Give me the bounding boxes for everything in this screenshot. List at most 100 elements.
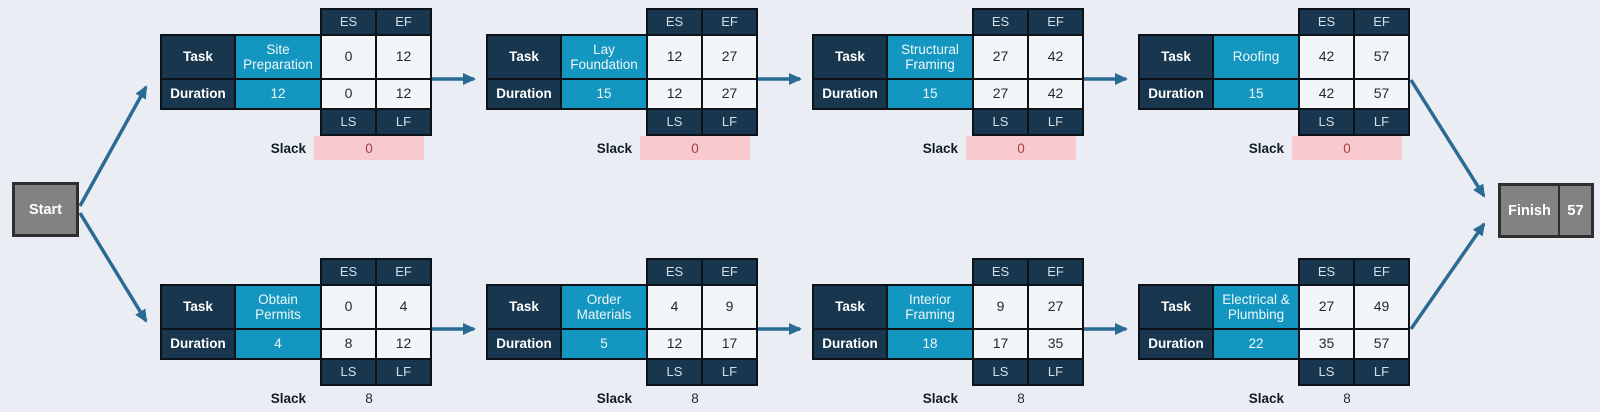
lf-header: LF — [703, 360, 756, 384]
task-grid: Task Electrical & Plumbing Duration 22 — [1138, 284, 1300, 360]
duration-value: 5 — [562, 330, 646, 358]
duration-value: 15 — [562, 80, 646, 108]
task-label: Task — [162, 36, 234, 78]
ls-value: 8 — [322, 330, 375, 358]
finish-node: Finish 57 — [1498, 183, 1594, 238]
es-value: 27 — [1300, 286, 1353, 328]
slack-row: Slack 8 — [486, 386, 758, 410]
task-grid: Task Obtain Permits Duration 4 — [160, 284, 322, 360]
task-name: Roofing — [1214, 36, 1298, 78]
ef-value: 57 — [1355, 36, 1408, 78]
es-header: ES — [974, 260, 1027, 284]
duration-label: Duration — [488, 330, 560, 358]
task-name: Site Preparation — [236, 36, 320, 78]
ef-value: 42 — [1029, 36, 1082, 78]
task-name: Interior Framing — [888, 286, 972, 328]
task-node-roofing: ES EF 42 57 42 57 LS LF Task Roofing Dur… — [1138, 8, 1410, 160]
ls-value: 35 — [1300, 330, 1353, 358]
slack-value: 8 — [691, 390, 699, 406]
task-node-electrical-plumbing: ES EF 27 49 35 57 LS LF Task Electrical … — [1138, 258, 1410, 410]
lf-value: 27 — [703, 80, 756, 108]
schedule-grid: ES EF 42 57 42 57 LS LF — [1298, 8, 1410, 136]
edge-start-to-obtain-permits — [78, 212, 148, 323]
ls-value: 27 — [974, 80, 1027, 108]
schedule-grid: ES EF 4 9 12 17 LS LF — [646, 258, 758, 386]
schedule-grid: ES EF 27 42 27 42 LS LF — [972, 8, 1084, 136]
task-name: Order Materials — [562, 286, 646, 328]
es-header: ES — [1300, 260, 1353, 284]
schedule-grid: ES EF 27 49 35 57 LS LF — [1298, 258, 1410, 386]
slack-value: 0 — [1292, 136, 1402, 160]
duration-label: Duration — [162, 330, 234, 358]
slack-row: Slack 0 — [486, 136, 758, 160]
finish-value: 57 — [1558, 186, 1591, 235]
duration-label: Duration — [1140, 80, 1212, 108]
ef-value: 9 — [703, 286, 756, 328]
task-label: Task — [162, 286, 234, 328]
edge-start-to-site-preparation — [78, 85, 148, 207]
slack-label: Slack — [922, 390, 958, 406]
es-value: 0 — [322, 36, 375, 78]
ls-header: LS — [648, 110, 701, 134]
es-header: ES — [648, 10, 701, 34]
slack-row: Slack 0 — [1138, 136, 1410, 160]
task-name: Lay Foundation — [562, 36, 646, 78]
schedule-grid: ES EF 0 12 0 12 LS LF — [320, 8, 432, 136]
ef-value: 27 — [703, 36, 756, 78]
ef-header: EF — [1355, 260, 1408, 284]
ef-header: EF — [1029, 260, 1082, 284]
task-grid: Task Order Materials Duration 5 — [486, 284, 648, 360]
ls-header: LS — [974, 110, 1027, 134]
ls-value: 0 — [322, 80, 375, 108]
duration-label: Duration — [488, 80, 560, 108]
lf-header: LF — [1355, 110, 1408, 134]
duration-label: Duration — [814, 80, 886, 108]
slack-row: Slack 8 — [1138, 386, 1410, 410]
edge-electrical-to-finish — [1409, 222, 1486, 330]
task-grid: Task Structural Framing Duration 15 — [812, 34, 974, 110]
lf-value: 12 — [377, 80, 430, 108]
duration-value: 12 — [236, 80, 320, 108]
lf-header: LF — [1029, 110, 1082, 134]
lf-header: LF — [1029, 360, 1082, 384]
ls-header: LS — [1300, 360, 1353, 384]
ef-value: 12 — [377, 36, 430, 78]
task-node-site-preparation: ES EF 0 12 0 12 LS LF Task Site Preparat… — [160, 8, 432, 160]
es-value: 4 — [648, 286, 701, 328]
duration-value: 22 — [1214, 330, 1298, 358]
duration-value: 18 — [888, 330, 972, 358]
lf-value: 35 — [1029, 330, 1082, 358]
task-label: Task — [814, 36, 886, 78]
task-grid: Task Site Preparation Duration 12 — [160, 34, 322, 110]
ef-header: EF — [703, 10, 756, 34]
ef-header: EF — [1355, 10, 1408, 34]
task-label: Task — [1140, 286, 1212, 328]
schedule-grid: ES EF 0 4 8 12 LS LF — [320, 258, 432, 386]
task-node-lay-foundation: ES EF 12 27 12 27 LS LF Task Lay Foundat… — [486, 8, 758, 160]
task-label: Task — [1140, 36, 1212, 78]
duration-value: 15 — [888, 80, 972, 108]
slack-row: Slack 0 — [160, 136, 432, 160]
duration-label: Duration — [814, 330, 886, 358]
ef-value: 49 — [1355, 286, 1408, 328]
ef-value: 27 — [1029, 286, 1082, 328]
ef-header: EF — [377, 260, 430, 284]
ls-header: LS — [1300, 110, 1353, 134]
es-value: 42 — [1300, 36, 1353, 78]
es-header: ES — [322, 10, 375, 34]
lf-value: 17 — [703, 330, 756, 358]
ls-value: 42 — [1300, 80, 1353, 108]
slack-label: Slack — [596, 140, 632, 156]
task-node-interior-framing: ES EF 9 27 17 35 LS LF Task Interior Fra… — [812, 258, 1084, 410]
task-name: Electrical & Plumbing — [1214, 286, 1298, 328]
ef-header: EF — [377, 10, 430, 34]
es-header: ES — [974, 10, 1027, 34]
lf-value: 57 — [1355, 330, 1408, 358]
lf-header: LF — [377, 110, 430, 134]
ls-value: 12 — [648, 80, 701, 108]
slack-label: Slack — [270, 140, 306, 156]
ls-value: 17 — [974, 330, 1027, 358]
ef-header: EF — [1029, 10, 1082, 34]
schedule-grid: ES EF 9 27 17 35 LS LF — [972, 258, 1084, 386]
slack-row: Slack 8 — [160, 386, 432, 410]
